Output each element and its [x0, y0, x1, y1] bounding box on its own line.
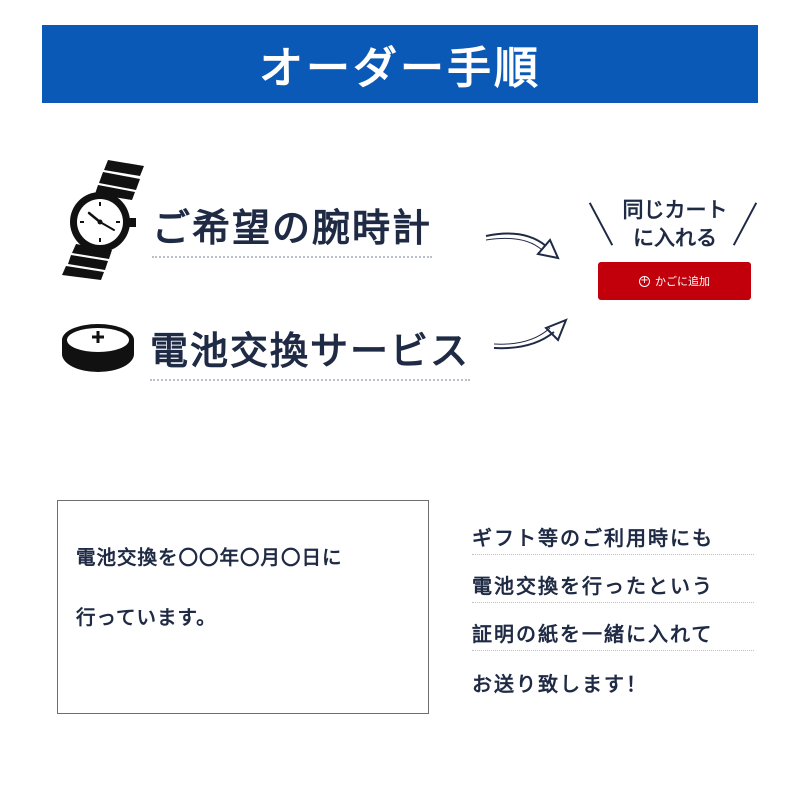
plus-circle-icon: + — [639, 275, 650, 287]
watch-step-label: ご希望の腕時計 — [152, 197, 433, 258]
arrow-right-down-icon — [485, 232, 560, 260]
header-banner: オーダー手順 — [42, 25, 758, 103]
page-title: オーダー手順 — [259, 43, 541, 94]
gift-note-rule — [472, 602, 754, 603]
gift-note-rule — [472, 650, 754, 651]
gift-note-line4: お送り致します！ — [472, 672, 648, 696]
cart-caption-line2: に入れる — [633, 226, 717, 250]
gift-note-line2: 電池交換を行ったという — [472, 574, 714, 598]
button-battery-icon — [62, 324, 134, 372]
gift-note-line3: 証明の紙を一緒に入れて — [472, 622, 714, 646]
battery-step-label: 電池交換サービス — [150, 320, 471, 381]
arrow-right-up-icon — [493, 318, 568, 350]
add-to-cart-button[interactable]: + かごに追加 — [598, 262, 751, 300]
sample-note-line1: 電池交換を〇〇年〇月〇日に — [76, 546, 343, 569]
sample-note-line2: 行っています。 — [76, 606, 217, 629]
cart-caption-line1: 同じカート — [622, 198, 728, 222]
wristwatch-icon — [62, 160, 144, 280]
cart-caption: 同じカート に入れる — [600, 196, 750, 252]
gift-note-line1: ギフト等のご利用時にも — [472, 526, 714, 550]
add-to-cart-label: かごに追加 — [655, 275, 710, 288]
gift-note-rule — [472, 554, 754, 555]
sample-certificate-box: 電池交換を〇〇年〇月〇日に 行っています。 — [57, 500, 429, 714]
